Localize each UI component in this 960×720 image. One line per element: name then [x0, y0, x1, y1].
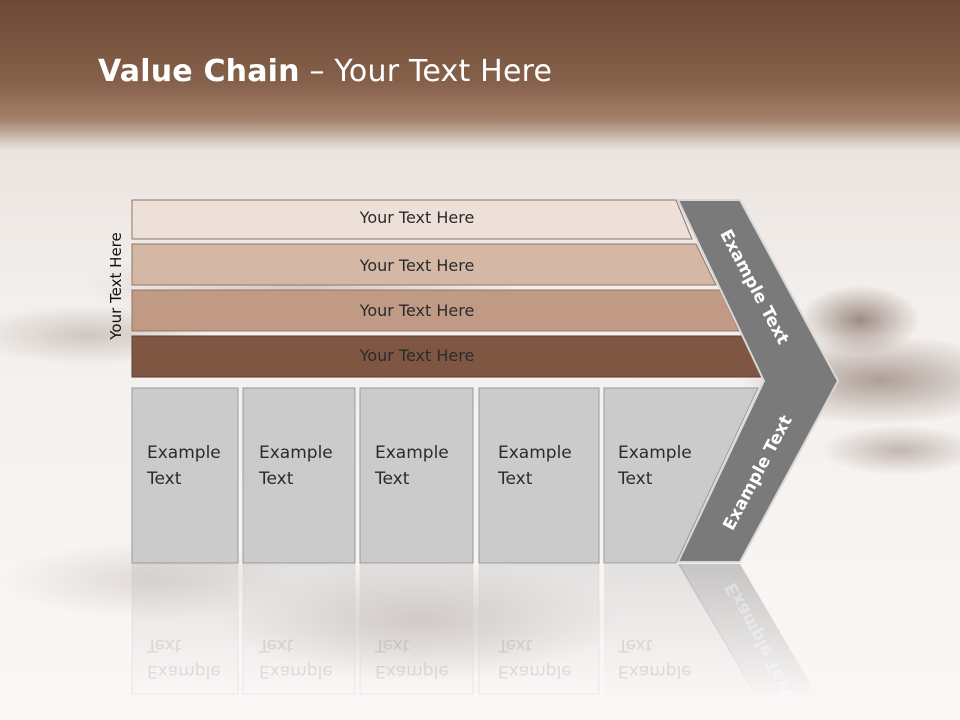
box-1-shape — [131, 387, 239, 564]
box-5-reflection: Example Text — [618, 635, 692, 681]
box-1-label: Example Text — [147, 443, 221, 489]
header-band — [0, 0, 960, 150]
band-1-label: Your Text Here — [359, 208, 475, 227]
band-1-shape — [131, 199, 693, 240]
reflection-boxes — [131, 563, 820, 700]
chevron-arrow-shape — [676, 199, 840, 563]
title-rest: – Your Text Here — [299, 54, 553, 89]
box-3-label: Example Text — [375, 443, 449, 489]
band-4-label: Your Text Here — [359, 346, 475, 365]
box-4-label: Example Text — [498, 443, 572, 489]
box-3-reflection: Example Text — [375, 635, 449, 681]
box-1-reflection: Example Text — [147, 635, 221, 681]
box-2-label: Example Text — [259, 443, 333, 489]
band-2-label: Your Text Here — [359, 256, 475, 275]
box-2-shape — [242, 387, 356, 564]
box-5-label: Example Text — [618, 443, 692, 489]
box-4-reflection: Example Text — [498, 635, 572, 681]
box-2-reflection: Example Text — [259, 635, 333, 681]
band-3-shape — [131, 289, 740, 332]
box-5-shape — [603, 387, 759, 564]
box-3-shape — [359, 387, 474, 564]
title-bold: Value Chain — [98, 54, 300, 89]
band-3-label: Your Text Here — [359, 301, 475, 320]
band-2-shape — [131, 243, 717, 286]
box-4-shape — [478, 387, 600, 564]
slide-title: Value Chain – Your Text Here — [98, 54, 552, 89]
